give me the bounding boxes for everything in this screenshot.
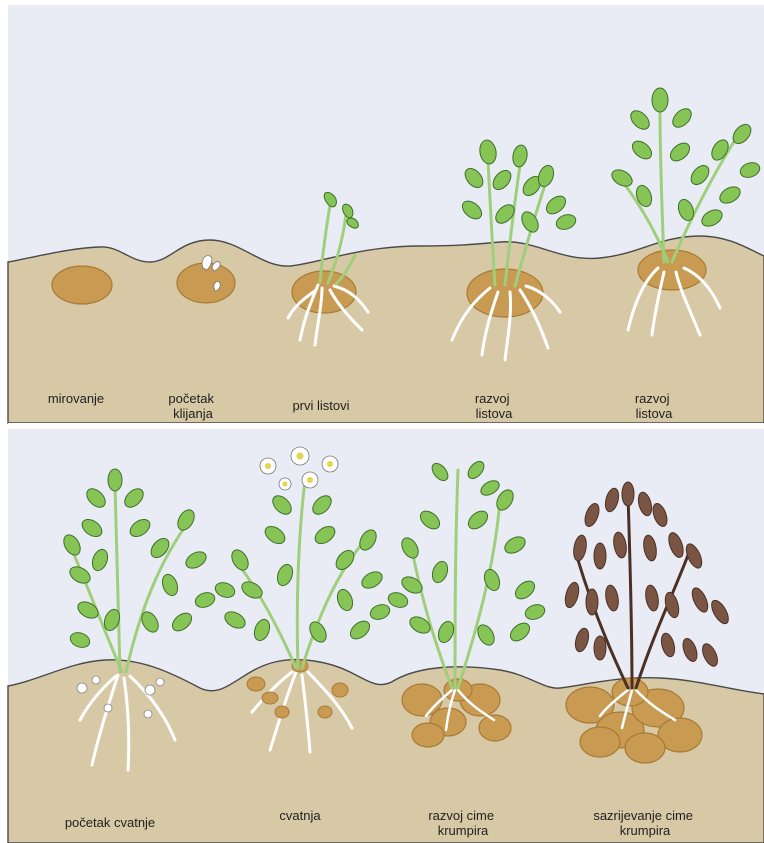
panel-bottom — [8, 429, 764, 843]
flower — [322, 456, 338, 472]
stage-dormant — [52, 266, 112, 304]
panel-divider — [8, 423, 764, 429]
flower — [291, 447, 309, 465]
tuber — [638, 250, 706, 290]
tuber — [52, 266, 112, 304]
label-early-flowering: početak cvatnje — [65, 815, 155, 830]
label-leaf-development-2: razvoj listova — [635, 391, 673, 421]
label-dormancy: mirovanje — [48, 391, 104, 406]
flower — [302, 472, 318, 488]
label-leaf-development-1: razvoj listova — [475, 391, 513, 421]
label-tuber-development: razvoj cime krumpira — [428, 808, 497, 838]
panel-top — [8, 5, 764, 423]
flower — [279, 478, 291, 490]
label-first-leaves: prvi listovi — [292, 398, 349, 413]
label-sprouting-start: početak klijanja — [168, 391, 217, 421]
flower — [260, 458, 276, 474]
label-flowering: cvatnja — [279, 808, 321, 823]
